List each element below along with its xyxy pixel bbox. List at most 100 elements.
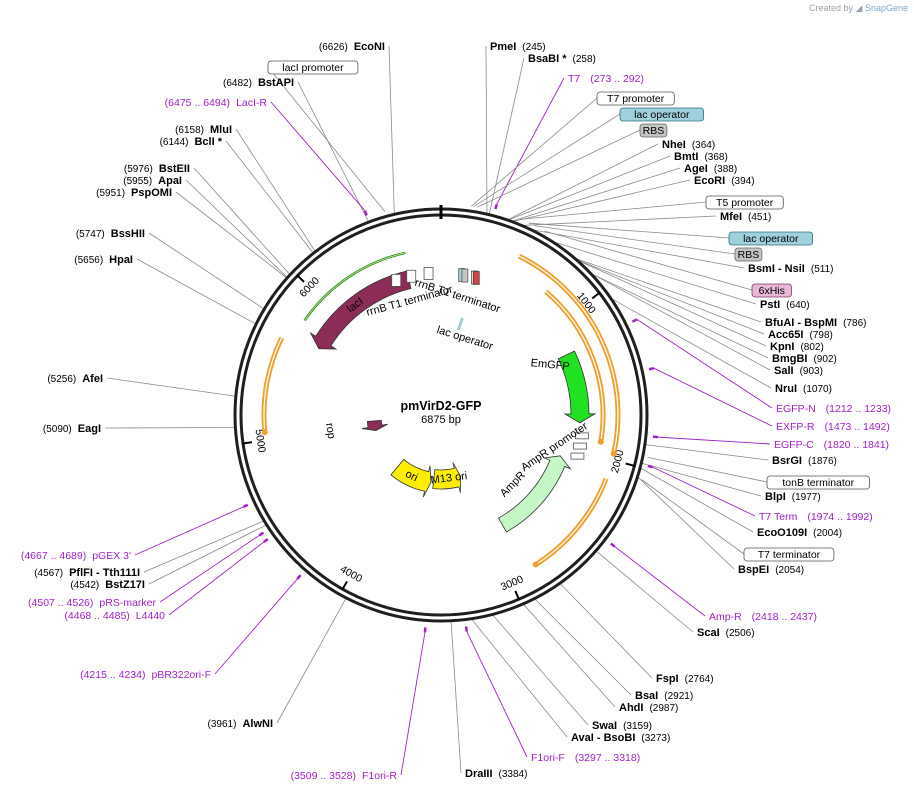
- site-position: (394): [731, 176, 754, 187]
- feature-box: [728, 231, 813, 246]
- m13-ori-label: M13 ori: [430, 470, 468, 487]
- site-leader-line: [534, 599, 632, 696]
- site-position: (786): [843, 318, 866, 329]
- feature-box-label: tonB terminator: [782, 477, 854, 489]
- site-leader-line: [488, 57, 525, 214]
- restriction-site-label: BsmI - NsiI(511): [748, 263, 833, 275]
- primer-range: (1974 .. 1992): [807, 511, 872, 523]
- feature-leader-line: [519, 201, 707, 220]
- site-leader-line: [596, 551, 694, 633]
- restriction-site-label: (6626)EcoNI: [319, 41, 385, 53]
- ampr-label: AmpR: [498, 469, 528, 499]
- site-name: BfuAI - BspMI: [765, 317, 837, 329]
- primer-label: (4667 .. 4689)pGEX 3': [21, 550, 131, 562]
- site-position: (451): [748, 212, 771, 223]
- primer-name: EGFP-C: [774, 439, 814, 451]
- feature-box-label: 6xHis: [759, 285, 785, 297]
- restriction-site-label: (5656)HpaI: [74, 254, 133, 266]
- site-position: (6482): [223, 78, 252, 89]
- site-name: BmtI: [674, 151, 698, 163]
- site-position: (368): [704, 152, 727, 163]
- site-leader-line: [645, 444, 769, 461]
- restriction-site-label: (6482) BstAPI: [223, 77, 294, 89]
- orf-arc-b-core: [545, 291, 604, 442]
- site-name: BstAPI: [258, 77, 294, 89]
- feature-box: [751, 283, 792, 298]
- primer-leader-line: [657, 436, 771, 445]
- primer-leader-line: [614, 546, 706, 617]
- site-position: (3961): [208, 719, 237, 730]
- primer-label: (6475 .. 6494) LacI-R: [165, 97, 268, 109]
- feature-leader-line: [473, 113, 621, 207]
- restriction-site-label: (4567)PflFI - Tth111I: [34, 567, 140, 579]
- restriction-site-label: AvaI - BsoBI(3273): [571, 732, 670, 744]
- site-position: (798): [809, 330, 832, 341]
- restriction-site-label: Acc65I(798): [768, 329, 833, 341]
- site-leader-line: [276, 598, 347, 724]
- site-name: BsrGI: [772, 455, 802, 467]
- restriction-site-label: (3961)AlwNI: [208, 718, 273, 730]
- restriction-site-label: (5090)EagI: [43, 423, 101, 435]
- feature-box: [705, 195, 784, 210]
- scale-tick-label: 3000: [499, 573, 525, 593]
- site-name: AgeI: [684, 163, 708, 175]
- feature-leader-line: [641, 479, 745, 555]
- site-leader-line: [492, 615, 589, 726]
- restriction-site-label: MfeI(451): [720, 211, 771, 223]
- feature-leader-line: [647, 456, 768, 483]
- site-position: (2921): [664, 691, 693, 702]
- primer-name: T7: [568, 73, 580, 85]
- lacI-promoter-arc-core: [304, 252, 406, 321]
- feature-box: [619, 107, 704, 122]
- orf-arc-d-core: [263, 337, 283, 433]
- site-name: SalI: [774, 365, 794, 377]
- site-leader-line: [534, 229, 745, 269]
- primer-label: (4468 .. 4485)L4440: [64, 610, 165, 622]
- site-leader-line: [297, 81, 369, 222]
- primer-range: (4667 .. 4689): [21, 550, 86, 562]
- feature-box-label: T7 terminator: [758, 549, 821, 561]
- scale-tick-label: 4000: [338, 563, 364, 585]
- snapgene-credit: Created by ◢ SnapGene: [809, 3, 908, 14]
- restriction-site-label: (5951)PspOMI: [96, 187, 172, 199]
- site-name: BclI *: [194, 136, 222, 148]
- terminator-marker: [573, 442, 587, 450]
- primer-name: F1ori-R: [362, 770, 397, 782]
- site-leader-line: [592, 274, 771, 371]
- site-name: EcoO109I: [757, 527, 807, 539]
- primer-range: (4468 .. 4485): [64, 610, 129, 622]
- feature-leader-line: [544, 230, 753, 291]
- restriction-site-label: BmgBI(902): [772, 353, 837, 365]
- primer-range: (1473 .. 1492): [825, 421, 890, 433]
- feature-leader-line: [267, 66, 386, 212]
- primer-label: F1ori-F(3297 .. 3318): [531, 752, 640, 764]
- plasmid-name: pmVirD2-GFP: [400, 399, 481, 413]
- lac-operator-label: lac operator: [435, 324, 494, 353]
- scale-tick: [514, 590, 521, 601]
- site-leader-line: [512, 167, 681, 222]
- primer-range: (6475 .. 6494): [165, 97, 230, 109]
- restriction-site-label: AgeI(388): [684, 163, 737, 175]
- primer-label: (3509 .. 3528)F1ori-R: [291, 770, 398, 782]
- primer-range: (273 .. 292): [590, 73, 644, 85]
- site-leader-line: [143, 520, 264, 573]
- feature-arrows: [242, 203, 659, 633]
- rrnb-terminator-marker: [391, 274, 402, 287]
- site-name: BlpI: [765, 491, 786, 503]
- lacI-arrow: [309, 270, 412, 350]
- restriction-site-label: BspEI(2054): [738, 564, 804, 576]
- restriction-site-label: (5256)AfeI: [47, 373, 103, 385]
- site-position: (3159): [623, 721, 652, 732]
- site-leader-line: [578, 260, 765, 335]
- site-name: BstZ17I: [105, 579, 145, 591]
- primer-site-marker: [464, 626, 468, 632]
- site-position: (2004): [813, 528, 842, 539]
- site-leader-line: [642, 463, 762, 497]
- primer-name: EGFP-N: [776, 403, 816, 415]
- primer-name: LacI-R: [236, 97, 267, 109]
- site-position: (5090): [43, 424, 72, 435]
- site-leader-line: [193, 167, 290, 275]
- restriction-site-label: (5955)ApaI: [123, 175, 182, 187]
- site-name: PmeI: [490, 41, 516, 53]
